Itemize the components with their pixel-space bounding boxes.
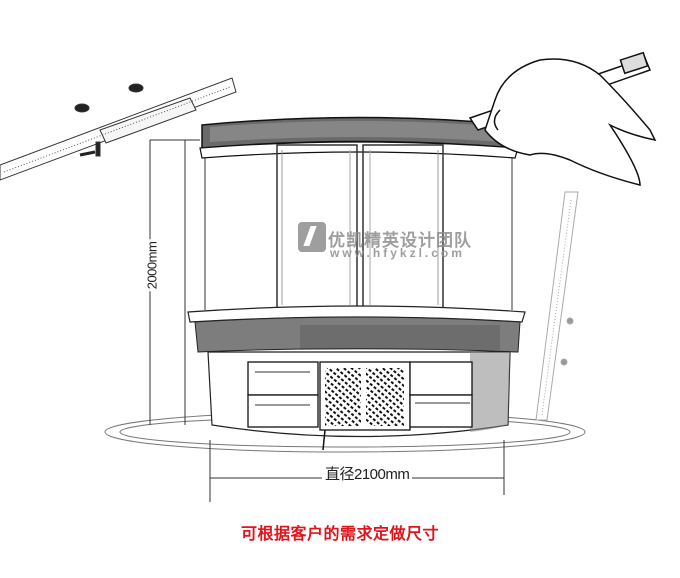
diameter-dimension-label: 直径2100mm [322,463,413,484]
cabinet-top-canopy [199,116,519,159]
cabinet-base [207,351,511,451]
height-dimension-text: 2000mm [144,239,160,291]
hand-with-pencil [468,51,657,186]
watermark-brand-name: 优凯精英设计团队 [328,231,472,250]
cabinet-counter-ledge [187,305,526,353]
caliper-ruler-right [535,191,579,421]
watermark-url: www.hfykzl.com [330,246,465,260]
caliper-ruler-left [0,77,237,181]
height-dimension-label: 2000mm [132,235,172,295]
custom-size-caption: 可根据客户的需求定做尺寸 [240,526,439,543]
watermark-logo-icon [298,222,326,252]
